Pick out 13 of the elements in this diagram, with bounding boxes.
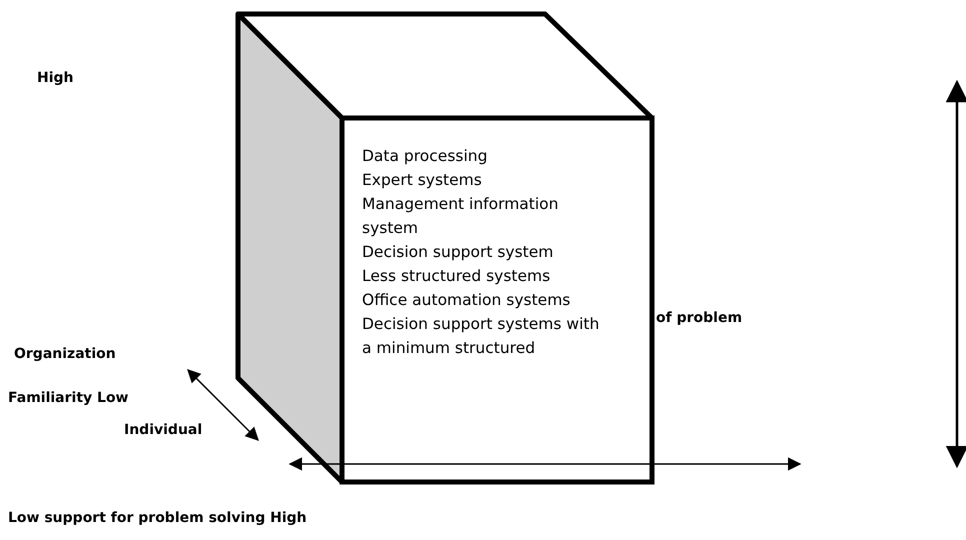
- list-item: Expert systems: [362, 170, 483, 191]
- axis-label: Organization: [14, 346, 116, 362]
- axis-label: Familiarity Low: [8, 390, 128, 406]
- list-item: Office automation systems: [362, 290, 572, 311]
- list-item: Data processing: [362, 146, 488, 167]
- axis-label: of problem: [656, 310, 742, 326]
- axis-label: Low support for problem solving High: [8, 510, 307, 526]
- list-item: Decision support systems with a minimum structured: [362, 314, 600, 359]
- list-item: Decision support system: [362, 242, 554, 263]
- list-item: Management information system: [362, 194, 560, 239]
- axis-label: High: [37, 70, 74, 86]
- axis-label: Individual: [124, 422, 202, 438]
- list-item: Less structured systems: [362, 266, 552, 287]
